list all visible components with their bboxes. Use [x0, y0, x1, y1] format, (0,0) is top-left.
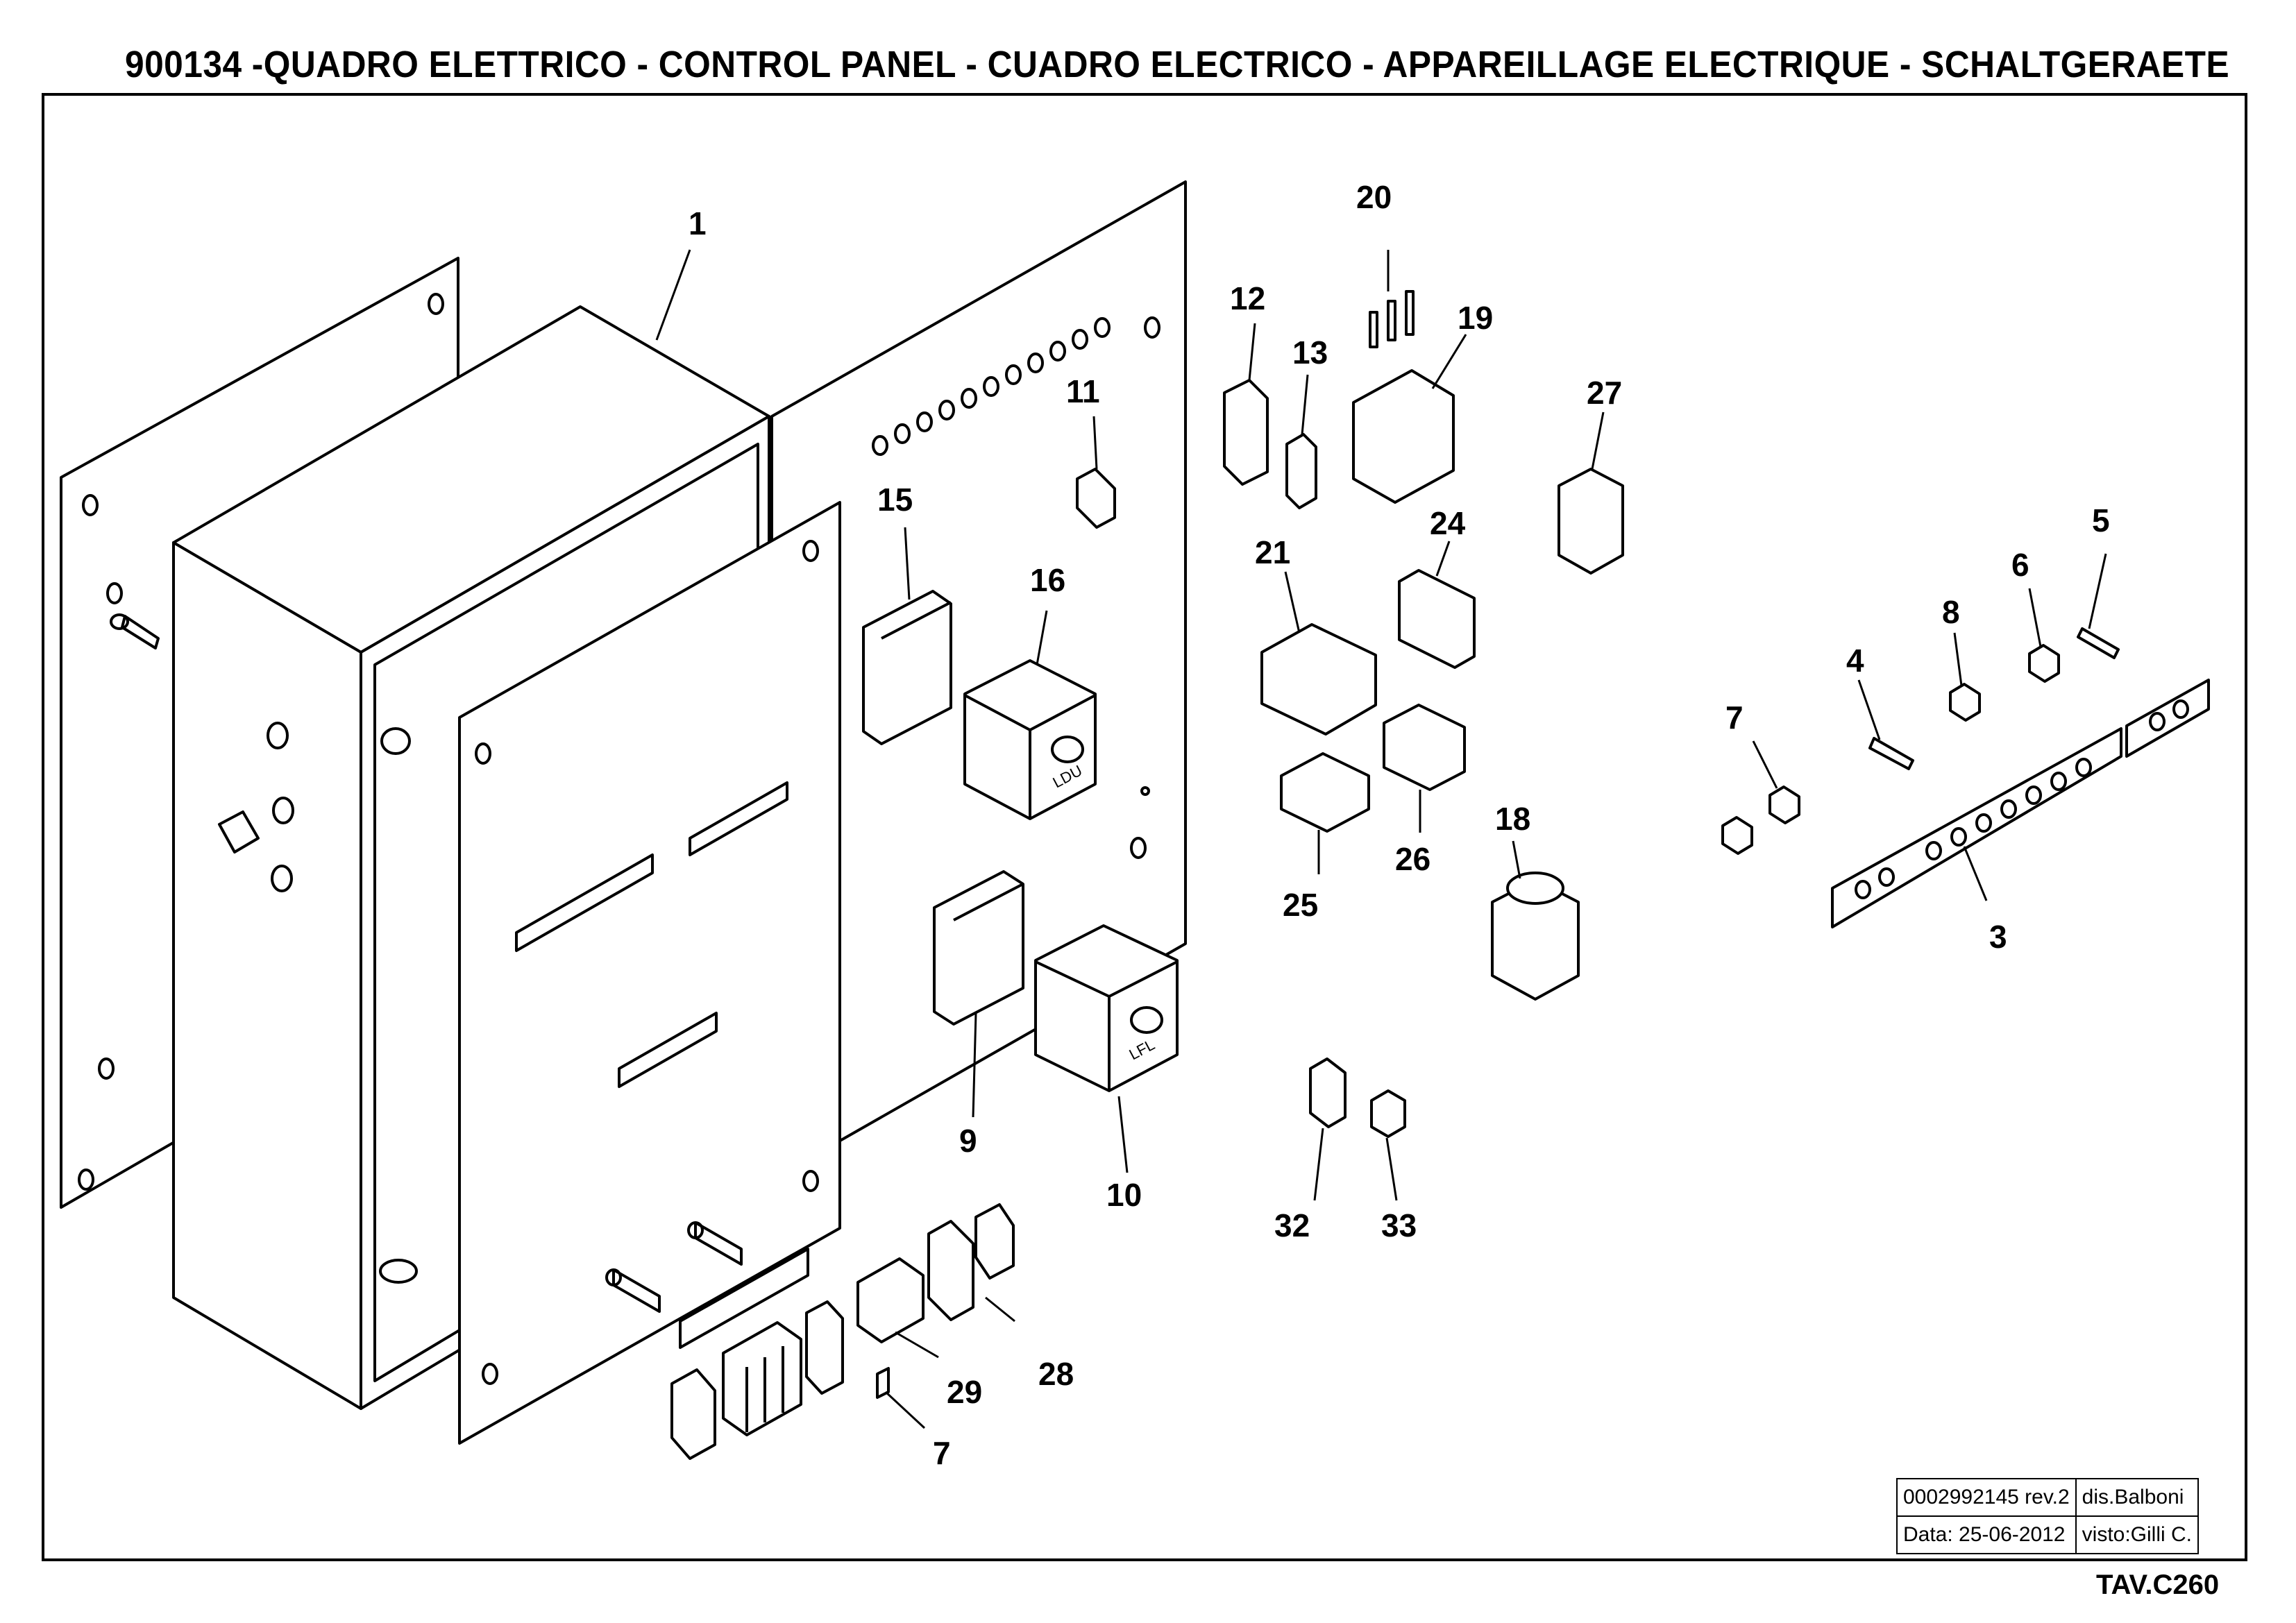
callout-6: 6: [2011, 547, 2029, 583]
callout-13: 13: [1292, 334, 1328, 371]
toggle-switch-8: [1949, 683, 1981, 722]
callout-9: 9: [959, 1123, 977, 1159]
standoffs: [605, 1221, 743, 1313]
checked-by: visto:Gilli C.: [2075, 1515, 2200, 1554]
page-title: 900134 -QUADRO ELETTRICO - CONTROL PANEL…: [125, 44, 2230, 85]
callout-27: 27: [1587, 375, 1622, 411]
sheet-number: TAV.C260: [2096, 1570, 2220, 1600]
component-6: [2028, 644, 2060, 683]
callout-29: 29: [947, 1374, 982, 1410]
leader-lines: [655, 249, 2107, 1429]
callout-16: 16: [1030, 562, 1065, 598]
toggle-switches-7: [1721, 785, 1800, 855]
lamp-5: [2077, 627, 2120, 659]
callout-33: 33: [1381, 1207, 1417, 1243]
callout-28: 28: [1038, 1356, 1074, 1392]
callout-7b: 7: [933, 1435, 951, 1471]
controller-base-15: [862, 590, 952, 745]
callout-5: 5: [2092, 502, 2110, 538]
door-panel: [458, 501, 841, 1445]
drawing-date: Data: 25-06-2012: [1896, 1515, 2077, 1554]
fuse-holder-19: [1352, 369, 1455, 504]
switch-strip-small: [2125, 679, 2210, 758]
callout-19: 19: [1458, 300, 1493, 336]
drawing-frame: [42, 93, 2247, 1561]
callout-24: 24: [1430, 505, 1466, 541]
callout-11: 11: [1066, 373, 1100, 409]
controller-10: [1034, 924, 1179, 1092]
controller-base-9: [933, 870, 1024, 1026]
lamp-4: [1868, 737, 1914, 770]
bolt-icon: [110, 613, 160, 649]
callout-3: 3: [1989, 919, 2007, 955]
callout-7a: 7: [1725, 699, 1744, 736]
component-27: [1558, 468, 1624, 575]
callout-20: 20: [1356, 179, 1392, 215]
callout-18: 18: [1495, 801, 1530, 837]
component-32: [1309, 1057, 1347, 1128]
callout-1: 1: [689, 205, 707, 241]
callout-4: 4: [1846, 643, 1864, 679]
component-25: [1280, 752, 1370, 833]
callout-10: 10: [1106, 1177, 1142, 1213]
fuses-20: [1369, 290, 1415, 348]
callout-25: 25: [1283, 887, 1318, 923]
contactor-21: [1260, 623, 1377, 736]
component-11: [1076, 468, 1116, 529]
callout-8: 8: [1942, 594, 1960, 630]
title-block: 0002992145 rev.2 dis.Balboni Data: 25-06…: [1896, 1478, 2200, 1554]
callout-32: 32: [1274, 1207, 1310, 1243]
component-13: [1285, 433, 1317, 509]
din-rail: [679, 1248, 809, 1349]
component-24: [1398, 569, 1476, 669]
selector-switch-18: [1491, 872, 1580, 1001]
terminal-blocks: [670, 1203, 1015, 1460]
callout-12: 12: [1230, 280, 1265, 316]
callout-21: 21: [1255, 534, 1290, 570]
callout-26: 26: [1395, 841, 1430, 877]
switch-strip-3: [1831, 727, 2122, 928]
component-26: [1383, 704, 1466, 791]
component-33: [1370, 1089, 1406, 1138]
doc-number: 0002992145 rev.2: [1896, 1478, 2077, 1517]
controller-16: [963, 659, 1097, 820]
drawn-by: dis.Balboni: [2075, 1478, 2200, 1517]
component-12: [1223, 379, 1269, 486]
callout-15: 15: [877, 482, 913, 518]
